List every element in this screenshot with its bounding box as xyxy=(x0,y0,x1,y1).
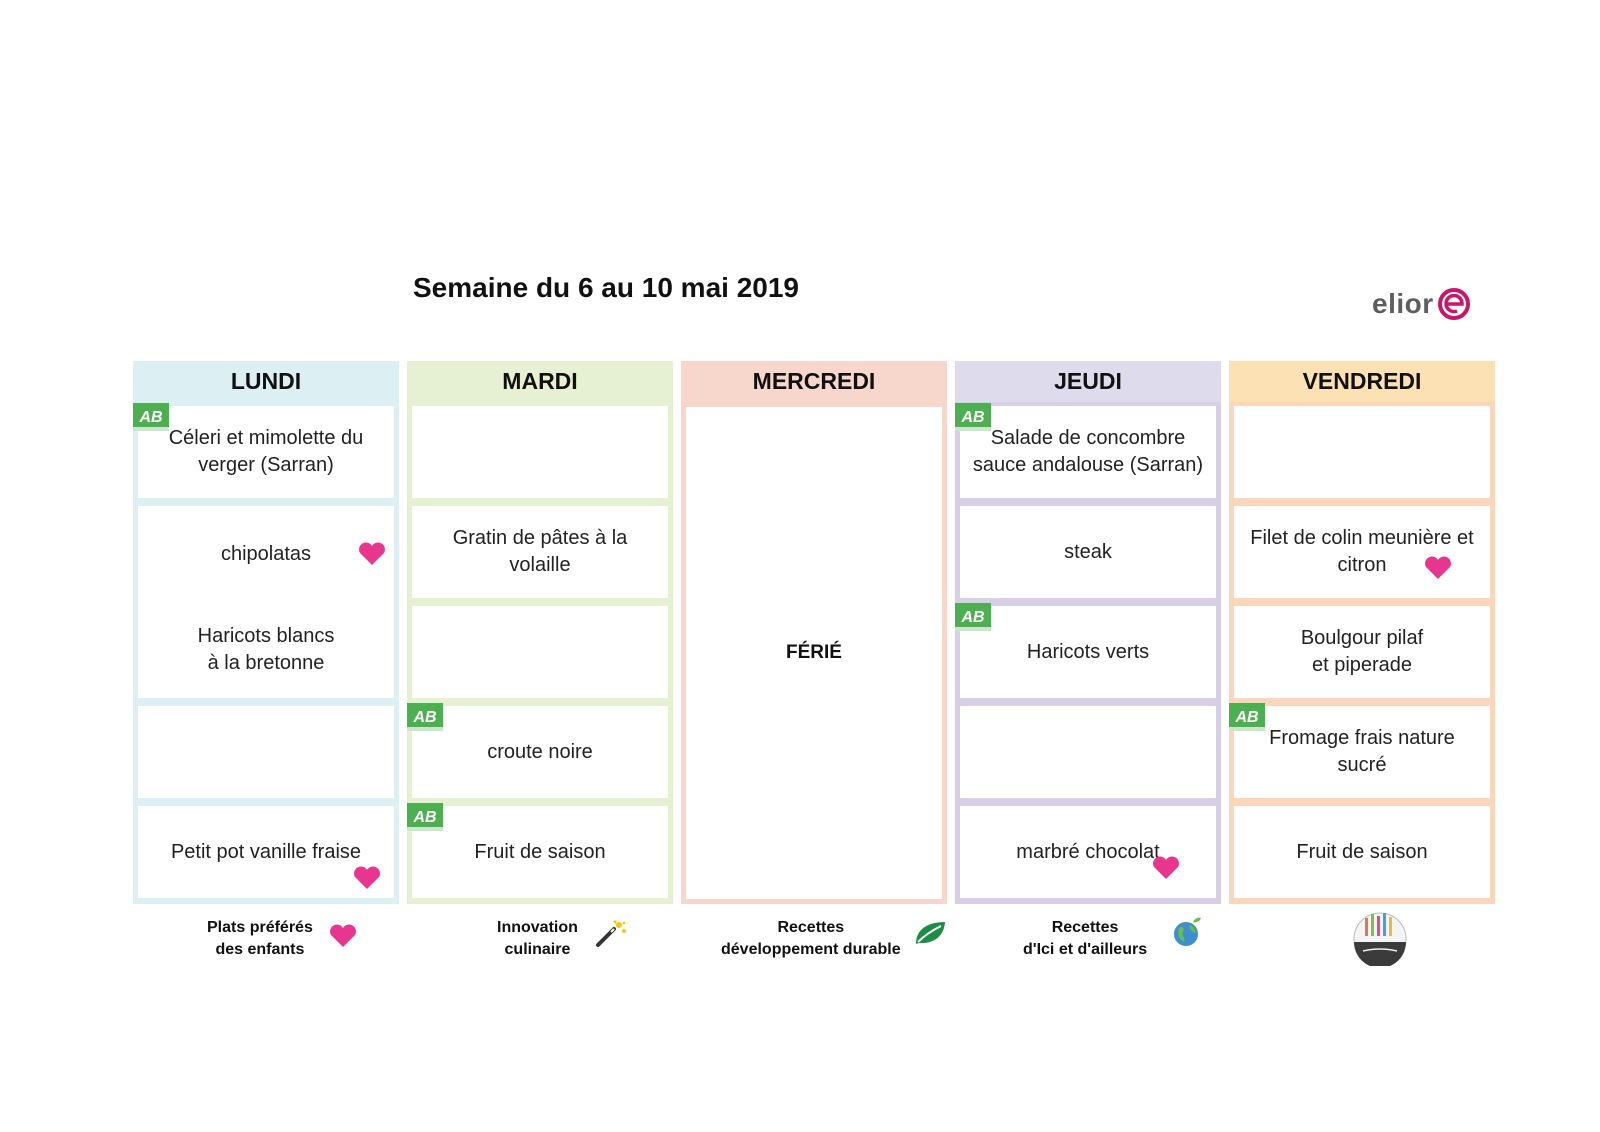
menu-cell-plat: steak xyxy=(960,506,1216,598)
menu-cell-entree xyxy=(1234,406,1490,498)
day-body-mardi: Gratin de pâtes à la volaille AB croute … xyxy=(407,402,673,904)
menu-cell-fromage xyxy=(960,706,1216,798)
day-header-mercredi: MERCREDI xyxy=(681,361,947,402)
heart-icon xyxy=(359,542,385,565)
svg-text:AB: AB xyxy=(960,409,984,426)
magic-wand-icon xyxy=(595,920,626,947)
chef-badge-icon xyxy=(1353,912,1407,966)
heart-icon xyxy=(1153,856,1179,879)
day-header-vendredi: VENDREDI xyxy=(1229,361,1495,402)
menu-cell-plat: Gratin de pâtes à la volaille xyxy=(412,506,668,598)
day-body-vendredi: Filet de colin meunière et citron Boulgo… xyxy=(1229,402,1495,904)
menu-cell-dessert: Fruit de saison xyxy=(1234,806,1490,898)
menu-cell-entree xyxy=(412,406,668,498)
legend-label: Recettes d'Ici et d'ailleurs xyxy=(1023,919,1148,958)
elior-e-icon xyxy=(1437,288,1470,320)
heart-icon xyxy=(1425,556,1451,579)
menu-cell-accompagnement xyxy=(412,606,668,698)
day-header-mardi: MARDI xyxy=(407,361,673,402)
svg-text:AB: AB xyxy=(138,409,162,426)
menu-item: Filet de colin meunière et citron xyxy=(1250,527,1474,576)
day-column-mardi: MARDI Gratin de pâtes à la volaille AB c… xyxy=(407,361,673,904)
elior-logo: elior xyxy=(1372,284,1471,324)
menu-cell-accompagnement: Boulgour pilaf et piperade xyxy=(1234,606,1490,698)
ab-organic-icon: AB xyxy=(955,603,991,631)
svg-text:AB: AB xyxy=(1234,709,1258,726)
menu-item: Salade de concombre sauce andalouse (Sar… xyxy=(972,427,1204,476)
menu-cell-entree: AB Salade de concombre sauce andalouse (… xyxy=(955,403,1216,498)
menu-item: croute noire xyxy=(487,740,593,763)
menu-cell-dessert: AB Fruit de saison xyxy=(407,803,668,898)
day-column-mercredi: MERCREDI FÉRIÉ xyxy=(681,361,947,904)
legend-label: Recettes développement durable xyxy=(721,919,901,958)
globe-icon xyxy=(1174,917,1202,946)
menu-cell-fromage: AB Fromage frais nature sucré xyxy=(1229,703,1490,798)
menu-item: Fruit de saison xyxy=(1296,840,1428,863)
menu-item: Fromage frais nature sucré xyxy=(1269,727,1455,776)
menu-item: Céleri et mimolette du verger (Sarran) xyxy=(168,427,364,476)
day-body-mercredi: FÉRIÉ xyxy=(681,402,947,904)
day-header-lundi: LUNDI xyxy=(133,361,399,402)
menu-cell-accompagnement: AB Haricots verts xyxy=(955,603,1216,698)
legend-chef xyxy=(1345,906,1415,966)
page-title: Semaine du 6 au 10 mai 2019 xyxy=(413,272,799,303)
menu-item: Haricots verts xyxy=(1026,640,1150,663)
svg-text:AB: AB xyxy=(960,609,984,626)
heart-icon xyxy=(329,924,356,947)
menu-cell-fromage: AB croute noire xyxy=(407,703,668,798)
legend-label: Plats préférés des enfants xyxy=(207,919,313,958)
menu-cell-dessert: marbré chocolat xyxy=(960,806,1216,898)
menu-cell-plat: chipolatas xyxy=(138,506,394,602)
holiday-label: FÉRIÉ xyxy=(686,407,942,899)
day-body-lundi: AB Céleri et mimolette du verger (Sarran… xyxy=(133,402,399,904)
menu-item: Haricots blancs à la bretonne xyxy=(197,625,335,674)
menu-cell-plat: Filet de colin meunière et citron xyxy=(1234,506,1490,598)
svg-text:AB: AB xyxy=(412,809,436,826)
legend-favorites: Plats préférés des enfants xyxy=(207,913,357,965)
menu-item: chipolatas xyxy=(220,542,312,565)
day-column-lundi: LUNDI AB Céleri et mimolette du verger (… xyxy=(133,361,399,904)
menu-item: Gratin de pâtes à la volaille xyxy=(452,527,628,576)
legend-world: Recettes d'Ici et d'ailleurs xyxy=(1023,913,1203,965)
day-column-jeudi: JEUDI AB Salade de concombre sauce andal… xyxy=(955,361,1221,904)
menu-item: Petit pot vanille fraise xyxy=(170,840,362,863)
day-column-vendredi: VENDREDI Filet de colin meunière et citr… xyxy=(1229,361,1495,904)
menu-cell-entree: AB Céleri et mimolette du verger (Sarran… xyxy=(133,403,394,498)
legend-label: Innovation culinaire xyxy=(497,919,578,958)
menu-item: Fruit de saison xyxy=(474,840,606,863)
ab-organic-icon: AB xyxy=(955,403,991,431)
menu-cell-dessert: Petit pot vanille fraise xyxy=(138,806,394,898)
day-body-jeudi: AB Salade de concombre sauce andalouse (… xyxy=(955,402,1221,904)
menu-cell-accompagnement: Haricots blancs à la bretonne xyxy=(138,602,394,698)
legend-innovation: Innovation culinaire xyxy=(497,913,628,965)
svg-text:AB: AB xyxy=(412,709,436,726)
day-header-jeudi: JEUDI xyxy=(955,361,1221,402)
ab-organic-icon: AB xyxy=(407,803,443,831)
legend-sustainable: Recettes développement durable xyxy=(721,913,947,965)
ab-organic-icon: AB xyxy=(1229,703,1265,731)
menu-item: steak xyxy=(1064,540,1112,563)
heart-icon xyxy=(354,866,380,889)
leaf-icon xyxy=(915,922,945,944)
ab-organic-icon: AB xyxy=(133,403,169,431)
menu-cell-fromage xyxy=(138,706,394,798)
menu-item: marbré chocolat xyxy=(1016,840,1160,863)
ab-organic-icon: AB xyxy=(407,703,443,731)
logo-text: elior xyxy=(1372,288,1434,319)
menu-item: Boulgour pilaf et piperade xyxy=(1300,627,1424,676)
